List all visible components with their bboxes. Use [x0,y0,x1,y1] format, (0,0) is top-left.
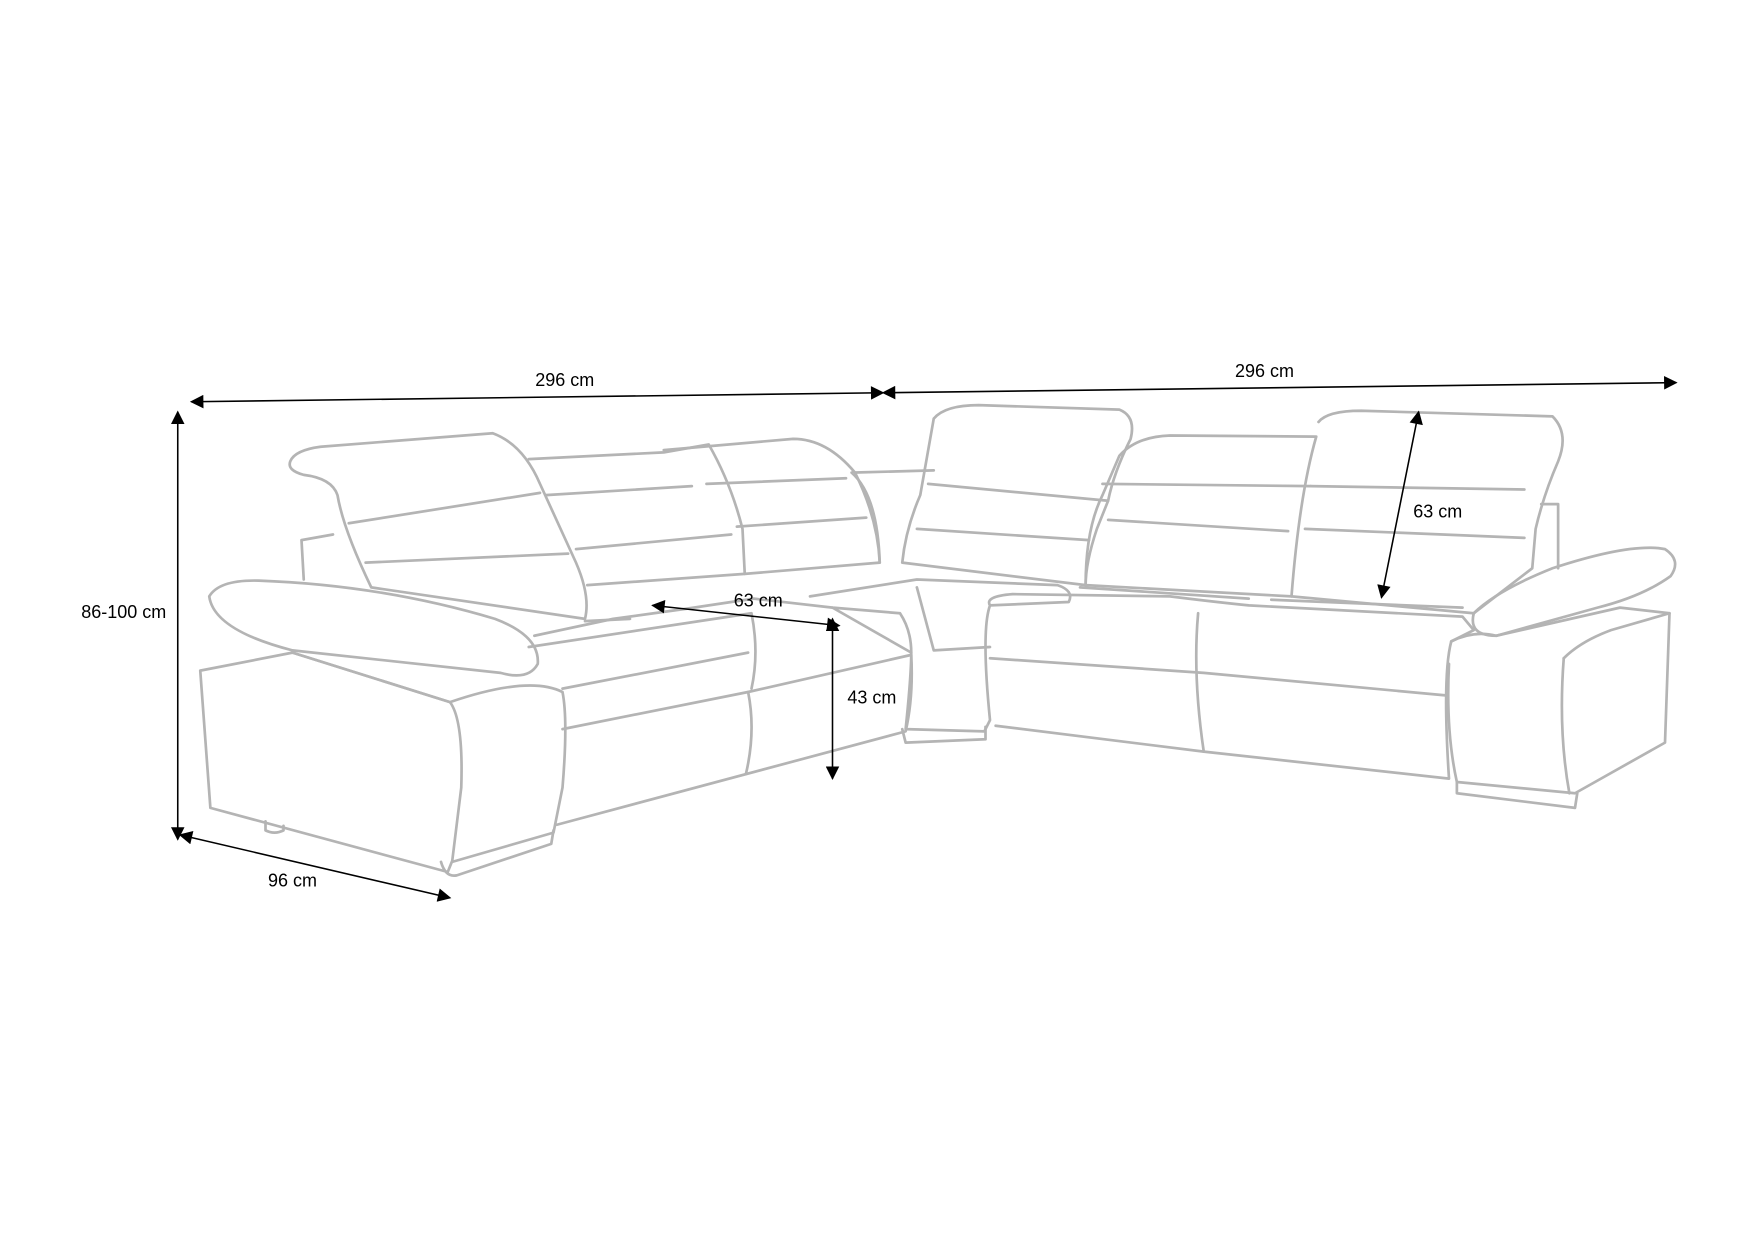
width-left-arrow [189,386,885,409]
left-headrest-3 [662,437,882,576]
backrest-height-label: 63 cm [1413,502,1462,522]
width-left-label: 296 cm [535,370,594,390]
dimension-labels: 296 cm 296 cm 86-100 cm 96 cm 63 cm 43 c… [81,361,1462,891]
right-arm-base [1446,606,1671,795]
width-right-arrow [881,376,1678,400]
seat-depth-arrow [651,599,841,632]
left-headrest-2 [527,443,747,587]
seat-depth-label: 63 cm [734,591,783,611]
right-headrest-2 [1290,409,1564,615]
right-seat [987,592,1476,780]
sofa-drawing [198,403,1677,877]
right-headrest-1 [1084,434,1318,598]
corner-seat [808,578,1072,733]
left-headrest-1 [288,431,588,621]
dimension-lines [171,376,1678,902]
left-arm-base [198,651,463,874]
corner-headrest [900,403,1134,587]
left-armrest [207,579,540,677]
height-label: 86-100 cm [81,602,166,622]
backrest-height-arrow [1377,410,1423,599]
seat-height-label: 43 cm [847,687,896,707]
width-right-label: 296 cm [1235,361,1294,381]
depth-label: 96 cm [268,871,317,891]
right-armrest [1471,546,1677,638]
depth-arrow [178,831,452,902]
